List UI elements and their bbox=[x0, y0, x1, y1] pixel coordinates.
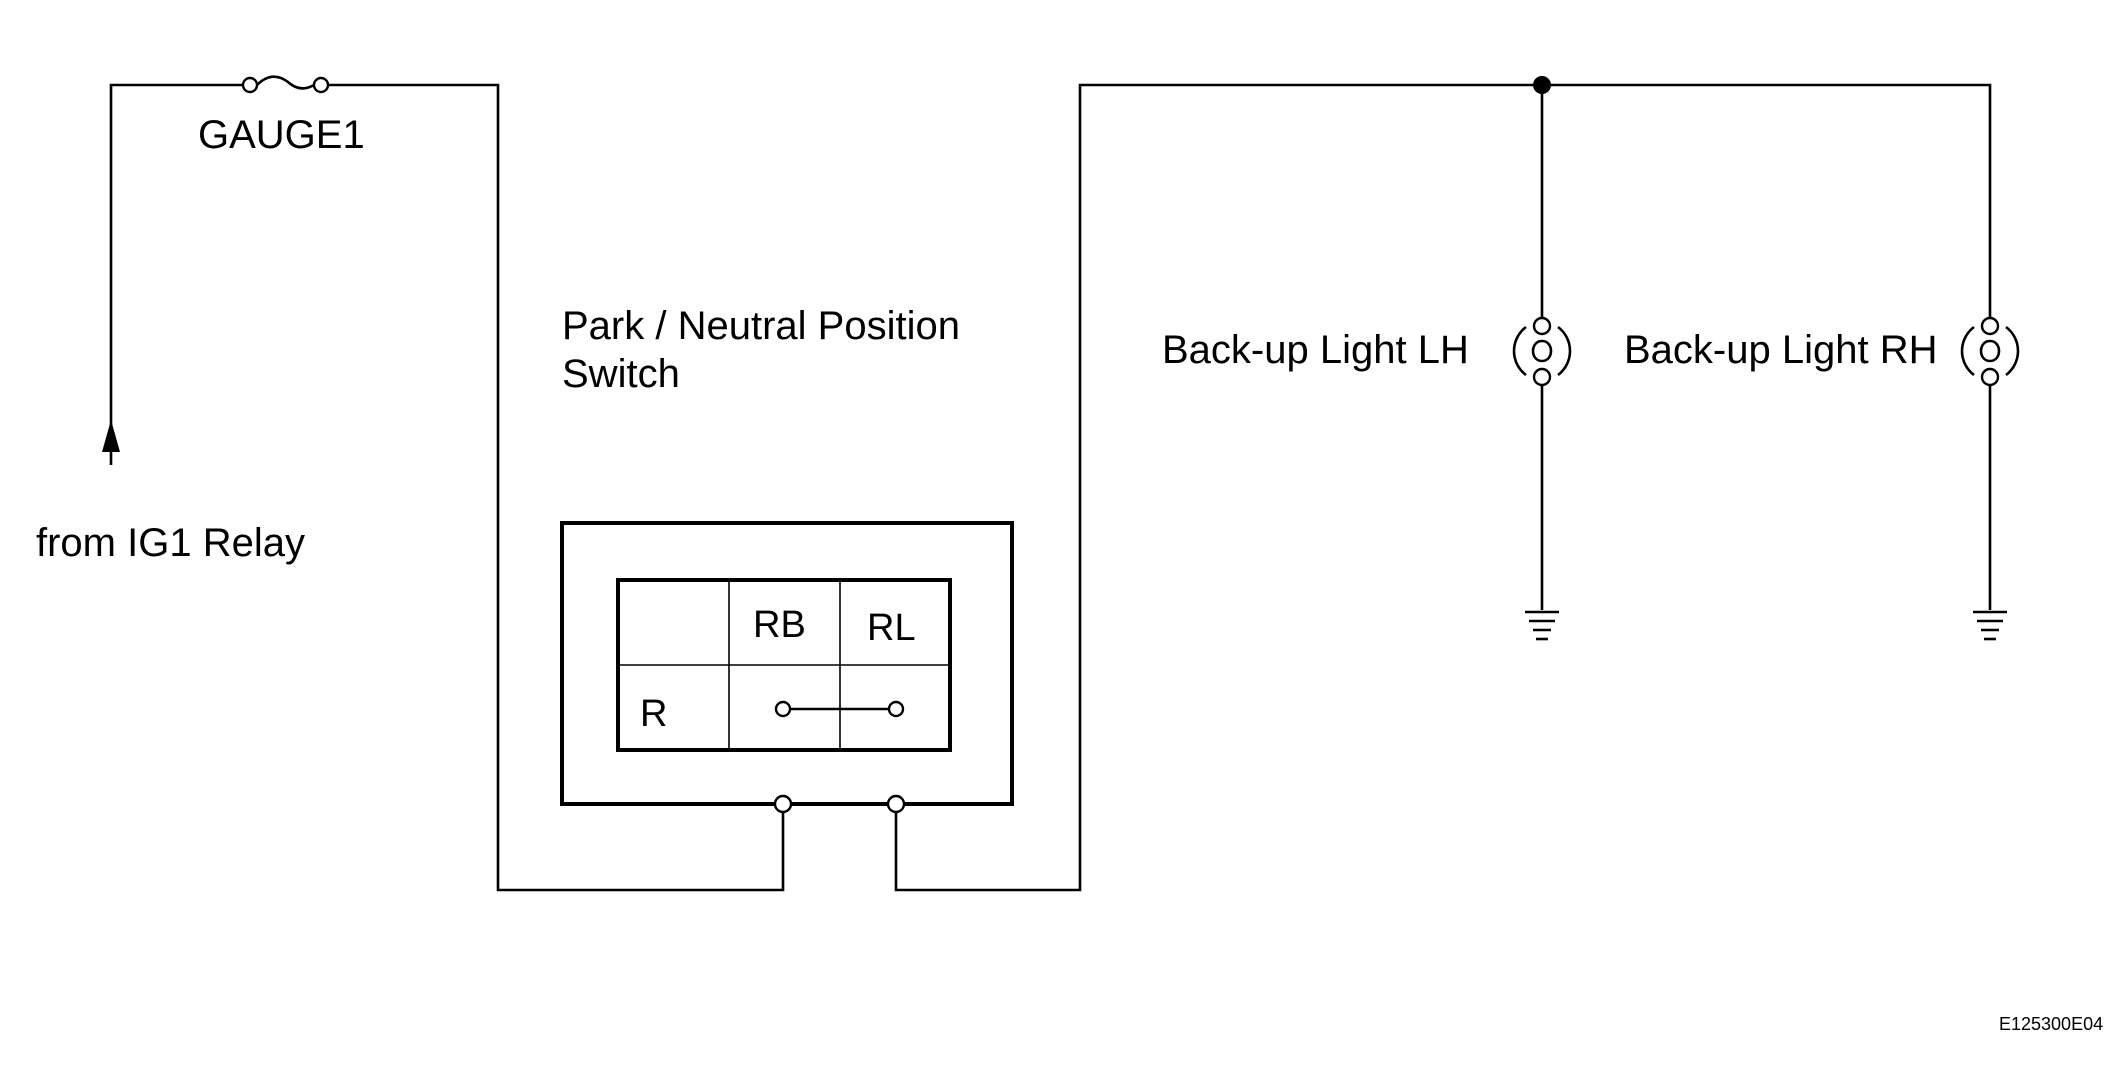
light-rh-label: Back-up Light RH bbox=[1624, 328, 1937, 372]
wire-switch-to-lights bbox=[894, 83, 1992, 892]
switch-title-line2: Switch bbox=[562, 352, 680, 396]
switch-terminal-rb bbox=[773, 794, 793, 814]
wire-fuse-to-switch bbox=[328, 83, 785, 892]
switch-row-r: R bbox=[640, 693, 667, 735]
light-lh-label: Back-up Light LH bbox=[1162, 328, 1469, 372]
bulb-rh-icon bbox=[1960, 316, 2020, 387]
switch-terminal-rl bbox=[886, 794, 906, 814]
wire-source bbox=[109, 83, 250, 465]
switch-table bbox=[616, 578, 952, 752]
fuse-terminal-right bbox=[312, 76, 330, 94]
fuse-terminal-left bbox=[241, 76, 259, 94]
fuse-gauge1 bbox=[241, 75, 330, 94]
switch-title-line1: Park / Neutral Position bbox=[562, 304, 960, 348]
switch-column-rl: RL bbox=[867, 607, 916, 649]
ground-lh-icon bbox=[1525, 610, 1559, 641]
figure-id: E125300E04 bbox=[1999, 1014, 2103, 1034]
ground-rh-icon bbox=[1973, 610, 2007, 641]
source-label: from IG1 Relay bbox=[36, 521, 305, 565]
fuse-element bbox=[256, 75, 315, 90]
arrow-up-icon bbox=[102, 420, 120, 452]
switch-outer-box bbox=[560, 521, 1014, 806]
fuse-label: GAUGE1 bbox=[198, 113, 365, 157]
switch-column-rb: RB bbox=[753, 604, 806, 646]
switch-contact-icon bbox=[774, 700, 905, 718]
bulb-lh-icon bbox=[1512, 316, 1572, 387]
